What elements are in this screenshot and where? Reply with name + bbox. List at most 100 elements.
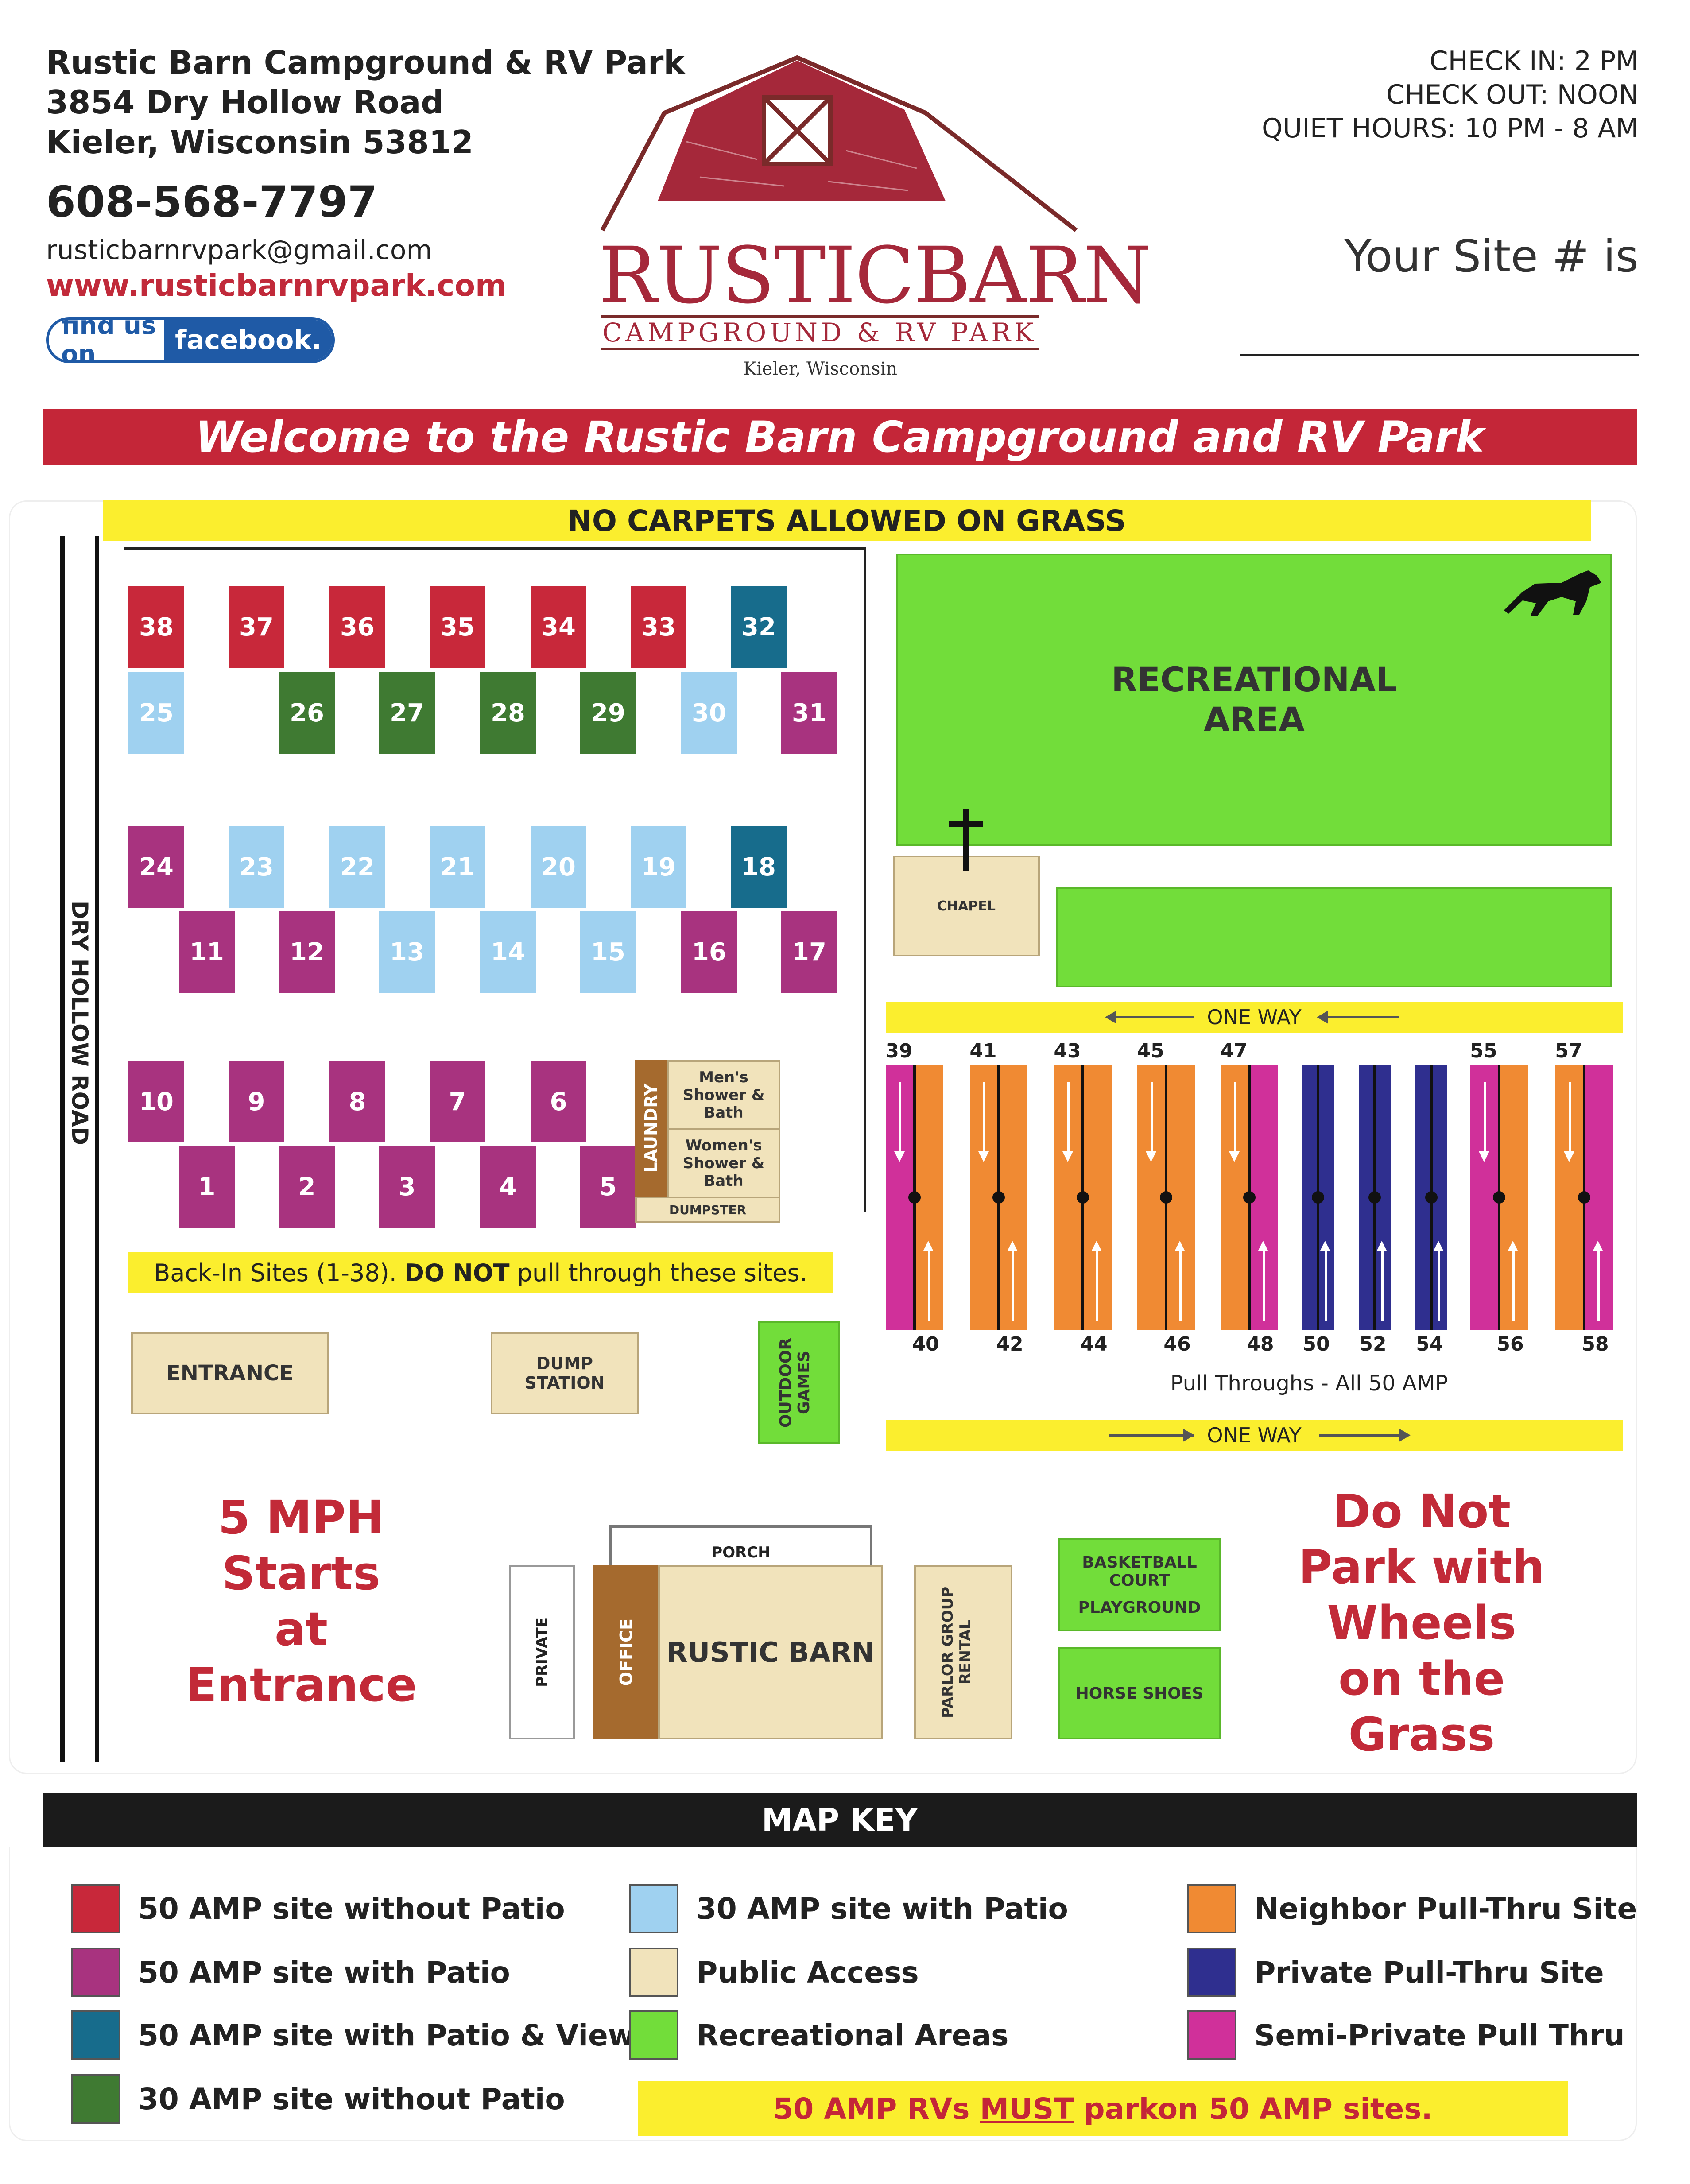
site-9[interactable]: 9 [229,1061,284,1142]
email-link[interactable]: rusticbarnrvpark@gmail.com [46,235,432,266]
pull-through-56[interactable] [1470,1065,1528,1330]
basketball-playground[interactable]: BASKETBALL COURT PLAYGROUND [1058,1538,1221,1631]
site-25[interactable]: 25 [128,672,184,754]
office[interactable]: OFFICE [593,1565,660,1739]
key-swatch [71,1884,120,1933]
site-13[interactable]: 13 [379,911,435,993]
site-21[interactable]: 21 [430,826,485,908]
phone-number[interactable]: 608-568-7797 [46,177,377,227]
site-15[interactable]: 15 [580,911,636,993]
site-35[interactable]: 35 [430,586,485,668]
site-31[interactable]: 31 [781,672,837,754]
no-carpets-banner: NO CARPETS ALLOWED ON GRASS [103,500,1591,541]
site-20[interactable]: 20 [531,826,586,908]
site-16[interactable]: 16 [681,911,737,993]
site-3[interactable]: 3 [379,1146,435,1228]
site-33[interactable]: 33 [631,586,686,668]
up-arrow-icon [927,1251,930,1321]
site-36[interactable]: 36 [329,586,385,668]
site-5[interactable]: 5 [580,1146,636,1228]
down-arrowhead-icon [1229,1151,1240,1162]
site-28[interactable]: 28 [480,672,536,754]
down-arrow-icon [1150,1082,1153,1153]
pull-through-note: Pull Throughs - All 50 AMP [1170,1371,1448,1396]
site-23[interactable]: 23 [229,826,284,908]
site-22[interactable]: 22 [329,826,385,908]
site-34[interactable]: 34 [531,586,586,668]
site-2[interactable]: 2 [279,1146,335,1228]
horse-shoes[interactable]: HORSE SHOES [1058,1647,1221,1739]
grass-warning-line-1: Do Not [1332,1484,1511,1538]
pull-through-58[interactable] [1555,1065,1613,1330]
site-17[interactable]: 17 [781,911,837,993]
outdoor-games[interactable]: OUTDOOR GAMES [758,1321,840,1444]
pull-through-label-57: 57 [1555,1040,1582,1062]
pull-through-40[interactable] [886,1065,943,1330]
site-38[interactable]: 38 [128,586,184,668]
pull-through-50[interactable] [1302,1065,1334,1330]
logo-title-rustic: RUSTIC [599,230,915,321]
site-19[interactable]: 19 [631,826,686,908]
down-arrowhead-icon [1062,1151,1073,1162]
pull-through-48[interactable] [1221,1065,1278,1330]
dump-station[interactable]: DUMP STATION [491,1332,639,1414]
site-number-blank-line[interactable] [1240,354,1639,356]
site-number-prompt: Your Site # is [1344,230,1639,282]
site-10[interactable]: 10 [128,1061,184,1142]
site-11[interactable]: 11 [179,911,235,993]
chapel[interactable]: CHAPEL [893,856,1040,956]
pull-through-46[interactable] [1137,1065,1195,1330]
site-14[interactable]: 14 [480,911,536,993]
rustic-barn-building[interactable]: RUSTIC BARN [658,1565,883,1739]
parlor-group-rental[interactable]: PARLOR GROUP RENTAL [914,1565,1012,1739]
pull-through-52[interactable] [1359,1065,1391,1330]
key-label: Public Access [696,1955,919,1990]
pull-through-marker-icon [992,1191,1005,1204]
playground-label: PLAYGROUND [1078,1598,1201,1617]
site-1[interactable]: 1 [179,1146,235,1228]
womens-shower[interactable]: Women's Shower & Bath [667,1128,780,1198]
key-swatch [71,1948,120,1997]
address-line-1: 3854 Dry Hollow Road [46,84,444,121]
site-37[interactable]: 37 [229,586,284,668]
key-label: Neighbor Pull-Thru Site [1254,1891,1637,1926]
pull-through-label-45: 45 [1137,1040,1164,1062]
pull-through-marker-icon [1077,1191,1089,1204]
porch[interactable]: PORCH [609,1525,872,1565]
pull-through-44[interactable] [1054,1065,1112,1330]
laundry[interactable]: LAUNDRY [635,1060,667,1197]
arrowhead-left-icon [1105,1011,1117,1024]
entrance[interactable]: ENTRANCE [131,1332,329,1414]
up-arrowhead-icon [1174,1241,1185,1251]
site-26[interactable]: 26 [279,672,335,754]
pull-through-42[interactable] [970,1065,1027,1330]
site-4[interactable]: 4 [480,1146,536,1228]
site-30[interactable]: 30 [681,672,737,754]
site-6[interactable]: 6 [531,1061,586,1142]
website-link[interactable]: www.rusticbarnrvpark.com [46,268,507,303]
site-32[interactable]: 32 [731,586,787,668]
recreational-area[interactable]: RECREATIONAL AREA [896,554,1612,846]
one-way-top-arrow-left [1109,1016,1194,1018]
facebook-icon: facebook. [164,320,332,360]
key-swatch [71,2010,120,2060]
down-arrowhead-icon [894,1151,905,1162]
logo-subtitle: CAMPGROUND & RV PARK [601,315,1039,350]
pull-through-54[interactable] [1415,1065,1447,1330]
up-arrowhead-icon [1320,1241,1330,1251]
recreational-strip[interactable] [1056,887,1612,987]
site-29[interactable]: 29 [580,672,636,754]
key-item-7: Recreational Areas [629,2009,1008,2062]
site-18[interactable]: 18 [731,826,787,908]
site-7[interactable]: 7 [430,1061,485,1142]
site-24[interactable]: 24 [128,826,184,908]
site-12[interactable]: 12 [279,911,335,993]
mens-shower[interactable]: Men's Shower & Bath [667,1060,780,1130]
laundry-label: LAUNDRY [641,1084,661,1173]
dumpster[interactable]: DUMPSTER [635,1197,780,1223]
road-line-right [95,536,99,1762]
site-27[interactable]: 27 [379,672,435,754]
facebook-badge[interactable]: find us on facebook. [46,317,335,363]
site-8[interactable]: 8 [329,1061,385,1142]
key-item-4: 30 AMP site without Patio [71,2072,565,2126]
